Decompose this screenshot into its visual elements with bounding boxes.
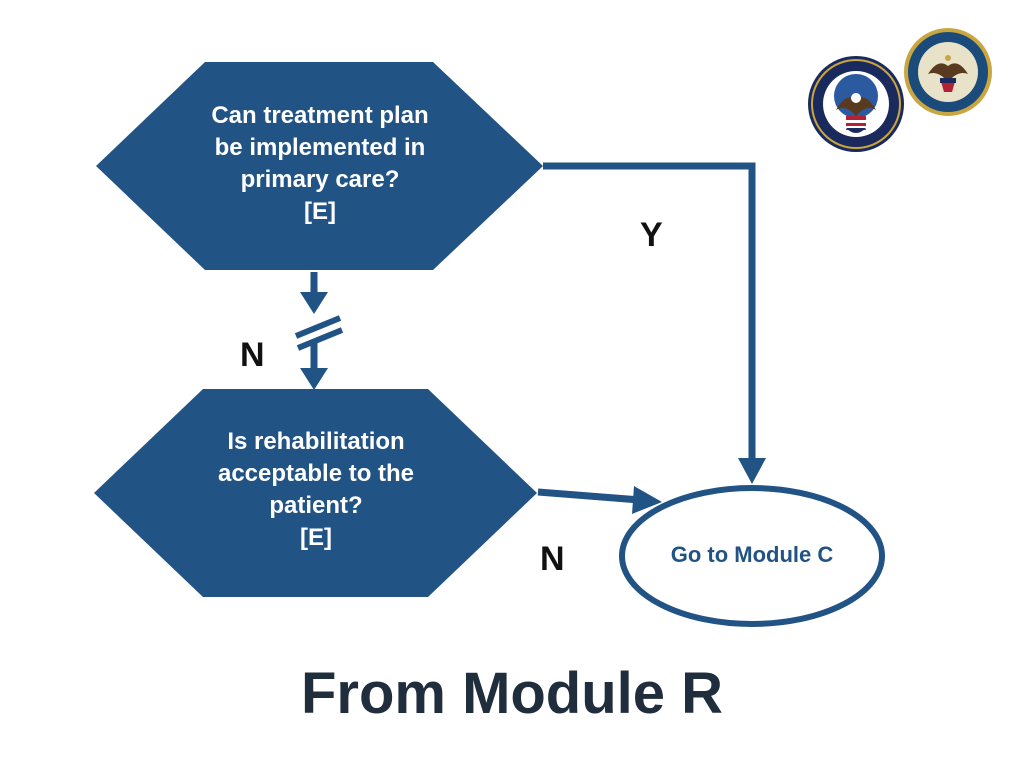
decision-line: be implemented in bbox=[214, 134, 426, 161]
decision-hexagon-treatment-plan bbox=[96, 62, 543, 270]
decision-text-treatment-plan: Can treatment plan be implemented in pri… bbox=[160, 100, 480, 228]
terminal-label-module-c: Go to Module C bbox=[670, 542, 834, 567]
decision-line: [E] bbox=[304, 198, 336, 225]
decision-line: acceptable to the bbox=[217, 460, 415, 487]
decision-line: Is rehabilitation bbox=[227, 428, 405, 455]
decision-line: Can treatment plan bbox=[211, 102, 429, 129]
break-mark-1 bbox=[294, 315, 342, 339]
slide-title: From Module R bbox=[300, 661, 724, 726]
edge-label-no-lower: N bbox=[540, 540, 565, 578]
arrowhead-yes bbox=[738, 458, 766, 484]
edge-yes-to-module-c bbox=[543, 162, 756, 462]
break-mark-2 bbox=[296, 327, 344, 351]
arrowhead-no-upper bbox=[300, 292, 328, 314]
arrowhead-rehab-no bbox=[632, 486, 662, 514]
veterans-affairs-seal-icon bbox=[808, 56, 904, 152]
arrowhead-no-lower bbox=[300, 368, 328, 390]
edge-label-no-upper: N bbox=[240, 336, 265, 374]
decision-line: patient? bbox=[269, 492, 363, 519]
decision-line: [E] bbox=[300, 524, 332, 551]
decision-text-rehabilitation: Is rehabilitation acceptable to the pati… bbox=[156, 426, 476, 554]
decision-hexagon-rehabilitation bbox=[94, 389, 537, 597]
edge-no-to-module-c bbox=[537, 488, 641, 504]
decision-line: primary care? bbox=[240, 166, 400, 193]
edge-label-yes: Y bbox=[640, 216, 663, 254]
terminal-oval-module-c bbox=[619, 485, 885, 627]
department-of-defense-seal-icon bbox=[904, 28, 992, 116]
